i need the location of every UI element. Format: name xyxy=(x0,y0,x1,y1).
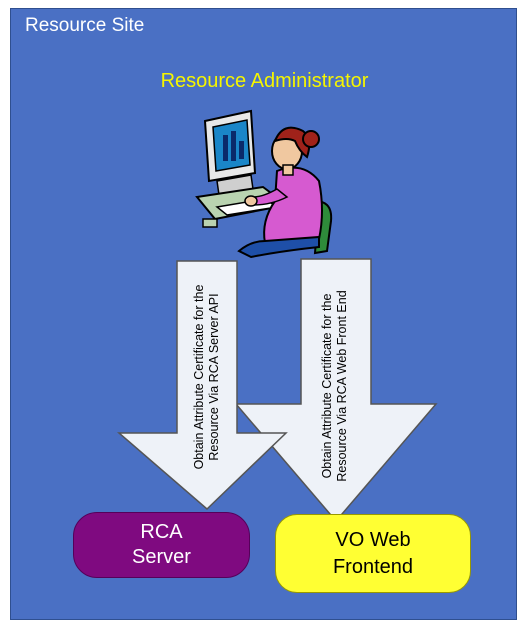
vo-frontend-line2: Frontend xyxy=(332,555,414,578)
resource-site-panel: Resource Site Resource Administrator xyxy=(10,8,517,620)
rca-server-line1: RCA xyxy=(140,521,183,543)
arrow-web-front-end xyxy=(234,258,438,523)
admin-label: Resource Administrator xyxy=(160,70,369,92)
arrow-api-text-line1: Obtain Attribute Certificate for the xyxy=(192,284,206,470)
arrow-api-text-line2: Resource Via RCA Server API xyxy=(207,293,221,461)
arrow-api-text: Obtain Attribute Certificate for the Res… xyxy=(192,261,222,493)
administrator-at-computer-icon xyxy=(195,109,333,259)
arrow-web-text-line2: Resource Via RCA Web Front End xyxy=(335,290,349,482)
vo-web-frontend-node: VO Web Frontend xyxy=(275,514,471,593)
arrow-web-text: Obtain Attribute Certificate for the Res… xyxy=(320,270,350,502)
vo-frontend-line1: VO Web xyxy=(335,528,411,551)
rca-server-line2: Server xyxy=(132,546,191,568)
site-title: Resource Site xyxy=(25,15,145,36)
arrow-web-text-line1: Obtain Attribute Certificate for the xyxy=(320,293,334,479)
rca-server-node: RCA Server xyxy=(73,512,250,578)
arrow-rca-server-api xyxy=(116,260,288,511)
